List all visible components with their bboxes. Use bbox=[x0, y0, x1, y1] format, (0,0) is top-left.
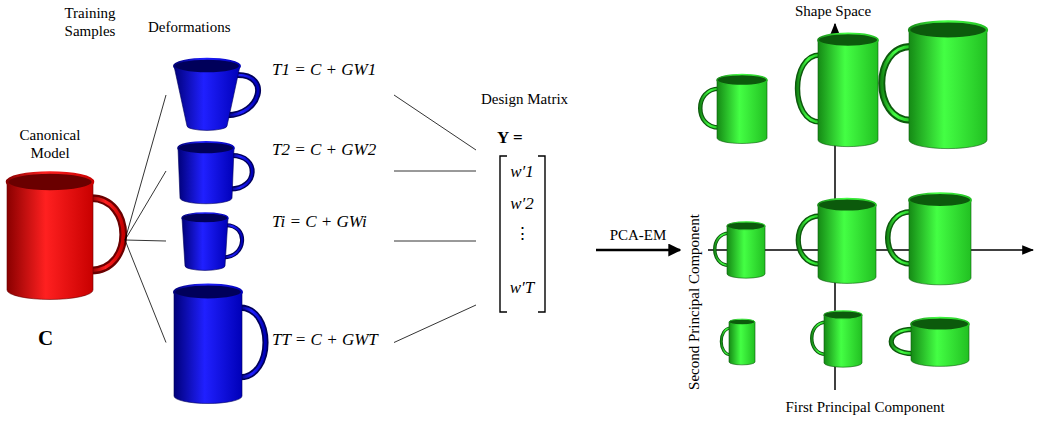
mug-handle bbox=[882, 47, 911, 121]
shape-space-mug bbox=[715, 222, 765, 278]
axis-label: First Principal Component bbox=[755, 398, 975, 416]
training-sample: T2 = C + GW2 bbox=[168, 138, 394, 204]
mug-rim bbox=[182, 213, 228, 223]
mug-rim bbox=[824, 311, 862, 319]
matrix-entry: w′1 bbox=[503, 162, 541, 182]
mug-body bbox=[818, 205, 876, 283]
mug-handle bbox=[700, 89, 719, 128]
shape-space-mug bbox=[721, 319, 755, 365]
shape-space-mug bbox=[798, 33, 879, 146]
design-matrix: Design Matrix Y = w′1 w′2 ⋮ w′T bbox=[478, 88, 596, 318]
mug-handle bbox=[240, 308, 266, 378]
shape-space-axes bbox=[708, 24, 1033, 390]
connector-arrow bbox=[596, 249, 680, 252]
mug-rim bbox=[174, 285, 242, 300]
column-heading: Deformations bbox=[148, 18, 230, 36]
mug-handle bbox=[798, 55, 821, 122]
shape-space-mug bbox=[798, 199, 876, 284]
right-bracket bbox=[538, 156, 545, 312]
training-sample: Ti = C + GWi bbox=[168, 208, 394, 274]
shape-space-mug bbox=[700, 75, 767, 144]
mug-body bbox=[7, 182, 93, 299]
connector-line bbox=[394, 95, 476, 150]
mug-rim bbox=[727, 222, 765, 230]
mug-handle bbox=[891, 329, 913, 353]
shape-space-mug bbox=[812, 311, 862, 367]
deformation-equation: Ti = C + GWi bbox=[272, 212, 367, 232]
sample-mug bbox=[174, 285, 266, 404]
connector-line bbox=[125, 240, 166, 343]
deformation-equation: T1 = C + GW1 bbox=[272, 60, 376, 80]
connector-line bbox=[394, 171, 476, 172]
canonical-model: Canonical ModelC bbox=[3, 120, 125, 360]
matrix-entry: w′T bbox=[503, 278, 541, 298]
mug-body bbox=[729, 322, 755, 365]
deformation-equation: T2 = C + GW2 bbox=[272, 140, 376, 160]
connector-line bbox=[125, 171, 166, 240]
mug-handle-shine bbox=[798, 216, 820, 264]
mug-handle bbox=[91, 198, 123, 270]
sample-mug bbox=[182, 213, 242, 270]
mug-body bbox=[909, 30, 987, 149]
connector-label: PCA-EM bbox=[608, 226, 669, 244]
shape-space-mug bbox=[882, 21, 987, 148]
mug-body bbox=[727, 226, 765, 278]
mug-handle-shine bbox=[798, 55, 821, 122]
mug-rim bbox=[818, 199, 876, 212]
shape-space-mug bbox=[888, 193, 971, 285]
matrix-entry: w′2 bbox=[503, 194, 541, 214]
mug-body bbox=[174, 292, 242, 403]
mug-rim bbox=[178, 142, 234, 154]
training-sample: T1 = C + GW1 bbox=[168, 55, 394, 135]
mug-rim bbox=[729, 319, 755, 325]
mug-rim bbox=[717, 75, 767, 86]
mug-handle-shine bbox=[882, 47, 911, 121]
mug-rim bbox=[7, 173, 93, 192]
mug-handle-shine bbox=[891, 329, 913, 353]
left-bracket bbox=[500, 156, 507, 312]
mug-body bbox=[182, 218, 228, 270]
canonical-symbol: C bbox=[38, 326, 53, 351]
axis-label: Second Principal Component bbox=[685, 214, 703, 390]
mug-illustrations bbox=[7, 21, 987, 403]
mug-body bbox=[174, 66, 240, 130]
mug-handle bbox=[798, 216, 820, 264]
canonical-mug bbox=[7, 173, 123, 300]
mug-handle-shine bbox=[888, 212, 911, 264]
connector-line bbox=[394, 241, 476, 242]
mug-body bbox=[824, 315, 862, 367]
node-heading: Design Matrix bbox=[481, 90, 568, 108]
connector-line bbox=[125, 240, 166, 241]
training-sample: TT = C + GWT bbox=[168, 280, 394, 405]
shape-space-mug bbox=[891, 318, 969, 367]
sample-mug bbox=[174, 59, 258, 131]
axis-title: Shape Space bbox=[768, 2, 898, 20]
mug-rim bbox=[909, 21, 987, 38]
node-heading: Canonical Model bbox=[5, 126, 95, 162]
mug-handle-shine bbox=[700, 89, 719, 128]
connector-line bbox=[394, 305, 476, 343]
mug-handle-shine bbox=[240, 308, 266, 378]
mug-body bbox=[717, 80, 767, 143]
mug-rim bbox=[174, 59, 240, 74]
mug-rim bbox=[818, 33, 878, 46]
mug-body bbox=[909, 200, 971, 285]
mug-rim bbox=[911, 318, 969, 331]
mug-rim bbox=[909, 193, 971, 207]
sample-mug bbox=[178, 142, 252, 204]
deformation-equation: TT = C + GWT bbox=[272, 330, 378, 350]
connector-line bbox=[125, 95, 166, 240]
column-heading: Training Samples bbox=[50, 4, 130, 40]
shape-space: Shape SpaceSecond Principal ComponentFir… bbox=[682, 0, 1035, 421]
matrix-ellipsis: ⋮ bbox=[503, 224, 541, 244]
matrix-symbol: Y = bbox=[497, 128, 523, 148]
mug-handle bbox=[888, 212, 911, 264]
mug-handle-shine bbox=[91, 198, 123, 270]
mug-body bbox=[818, 40, 878, 147]
mug-body bbox=[178, 148, 234, 204]
matrix-brackets bbox=[500, 156, 545, 312]
